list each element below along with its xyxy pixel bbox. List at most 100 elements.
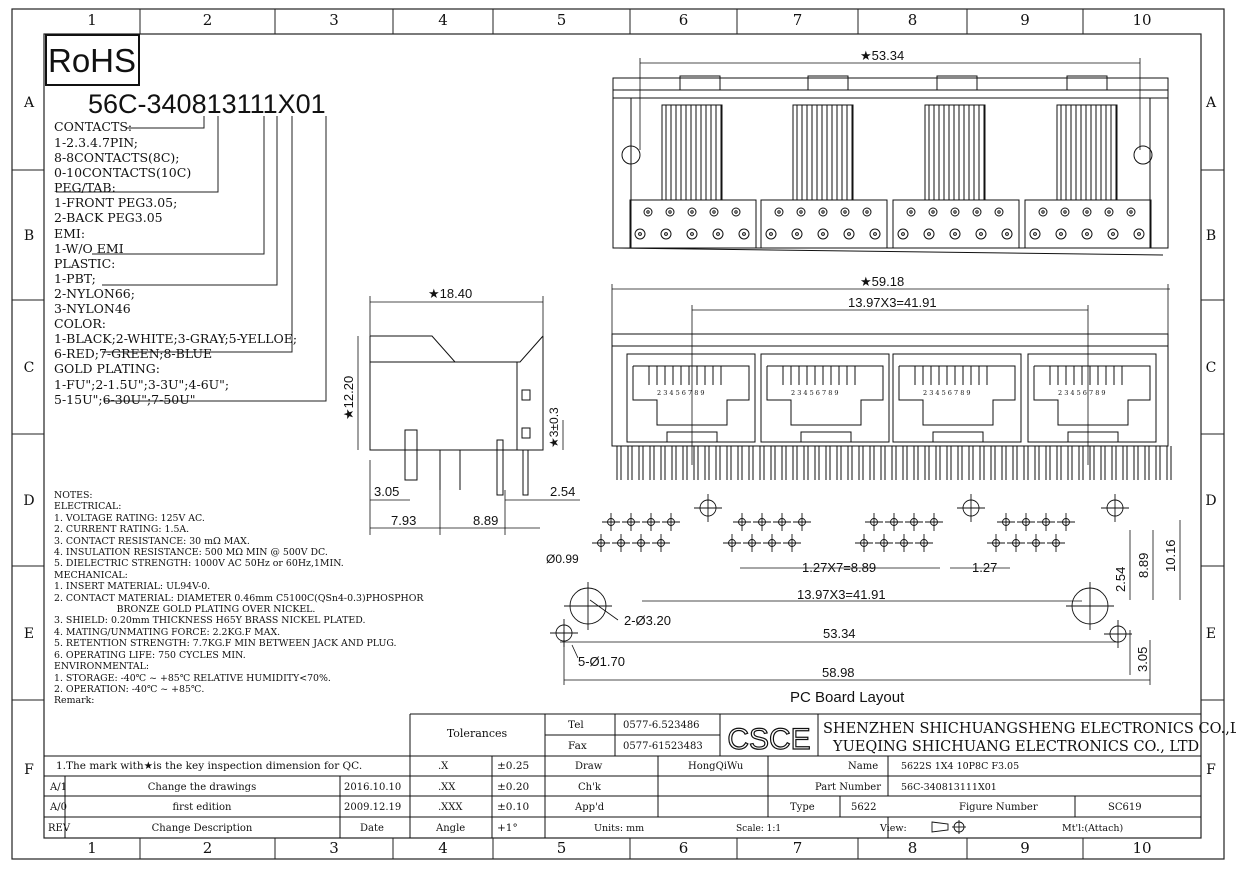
dim-3-05: 3.05 [374,484,399,499]
tol-x-val: ±0.25 [497,760,529,772]
title-block-lines [44,713,1201,838]
dim-1-27: 1.27 [972,560,997,575]
column-zone-label: 5 [557,839,567,857]
figure-number-label: Figure Number [959,802,1038,813]
dim-pcb-5898: 58.98 [822,665,855,680]
dim-v-10-16: 10.16 [1163,539,1178,572]
row-zone-label: E [24,626,34,642]
fax-value: 0577-61523483 [623,741,703,752]
legend-line: 1-FRONT PEG3.05; [54,195,178,211]
legend-line: CONTACTS: [54,119,133,134]
dim-pcb-pitch: 13.97X3=41.91 [797,587,886,602]
row-zone-label: D [1205,493,1216,509]
top-view-module [629,199,757,249]
company-name-2: YUEQING SHICHUANG ELECTRONICS CO., LTD [832,739,1199,755]
note-line: 5. DIELECTRIC STRENGTH: 1000V AC 50Hz or… [54,558,344,570]
type-label: Type [790,802,815,813]
dim-pin-span: 1.27X7=8.89 [802,560,876,575]
column-zone-label: 2 [203,839,213,857]
column-zone-label: 1 [87,11,97,29]
pcb-layout [550,494,1132,648]
rev-row-3-date: Date [360,823,384,834]
legend-line: 8-8CONTACTS(8C); [54,150,180,166]
top-view-hole [950,207,960,217]
rj45-port [760,353,890,443]
top-view-hole [1104,207,1114,217]
tol-angle-val: +1° [497,822,518,834]
rev-row-3-desc: Change Description [152,823,253,834]
rohs-label: RoHS [48,42,136,79]
legend-line: EMI: [54,225,86,241]
csce-logo: CSCE [727,723,810,756]
dim-side-height: ★12.20 [341,376,356,420]
rev-row-1-rev: A/1 [49,782,67,793]
top-view-module [892,199,1020,249]
note-line: 3. SHIELD: 0.20mm THICKNESS H65Y BRASS N… [54,615,366,627]
note-line: 3. CONTACT RESISTANCE: 30 mΩ MAX. [54,535,250,547]
scale: Scale: 1:1 [736,824,781,834]
dim-front-width [611,284,1170,465]
units: Units: mm [594,823,644,834]
rj45-port [626,353,756,443]
tel-value: 0577-6.523486 [623,720,700,731]
tel-label: Tel [568,719,584,731]
row-zone-label: D [23,493,34,509]
figure-number-value: SC619 [1108,802,1142,813]
tol-x: .X [438,761,449,772]
top-view-hole [923,228,935,240]
part-code-legend: CONTACTS:1-2.3.4.7PIN;8-8CONTACTS(8C);0-… [54,120,297,408]
top-view-hole [687,207,697,217]
port-pin-numbers: 2 3 4 5 6 7 8 9 [657,389,705,397]
top-view-hole [660,228,672,240]
top-view-contact-block [661,104,723,201]
top-view-module [760,199,888,249]
dim-front-pitch-label: 13.97X3=41.91 [848,295,937,310]
top-view-hole [643,207,653,217]
row-zone-label: F [24,762,34,778]
top-view-hole [1029,228,1041,240]
view-label: View: [879,823,907,834]
top-view-hole [731,207,741,217]
top-view-hole [665,207,675,217]
top-view-hole [712,228,724,240]
column-zone-label: 5 [557,11,567,29]
column-zone-markers [139,9,1084,859]
top-view-hole [1082,207,1092,217]
part-number-value: 56C-340813111X01 [901,782,997,793]
legend-line: PEG/TAB: [54,180,116,196]
column-zone-label: 9 [1020,11,1030,29]
row-zone-label: A [1205,95,1217,111]
row-zone-label: B [1206,228,1216,244]
note-line: MECHANICAL: [54,569,128,581]
rev-row-2-rev: A/0 [49,802,67,813]
dim-side-pin: ★3±0.3 [547,407,561,448]
side-view [369,335,544,496]
column-zone-label: 4 [438,11,448,29]
top-view-hole [949,228,961,240]
port-pin-numbers: 2 3 4 5 6 7 8 9 [791,389,839,397]
top-view-hole [765,228,777,240]
top-view-hole [1081,228,1093,240]
column-zone-label: 9 [1020,839,1030,857]
column-zone-label: 1 [87,839,97,857]
rev-row-2-date: 2009.12.19 [344,802,401,813]
column-zone-label: 7 [793,11,803,29]
note-line: 1. INSERT MATERIAL: UL94V-0. [54,581,211,593]
pcb-dims [560,520,1181,685]
rohs-box [45,34,140,86]
top-view-contact-block [924,104,986,201]
type-value: 5622 [851,802,876,813]
top-view-hole [897,228,909,240]
top-view-hole [843,228,855,240]
top-view-hole [906,207,916,217]
column-zone-label: 3 [329,11,339,29]
top-view-hole [972,207,982,217]
row-zone-markers [12,169,1224,701]
note-line: 2. CONTACT MATERIAL: DIAMETER 0.46mm C51… [54,592,424,604]
legend-line: 1-BLACK;2-WHITE;3-GRAY;5-YELLOE; [54,331,298,347]
notes-block: NOTES:ELECTRICAL:1. VOLTAGE RATING: 125V… [54,490,423,707]
note-line: 1. VOLTAGE RATING: 125V AC. [54,512,205,524]
tol-xx-val: ±0.20 [497,781,529,793]
note-line: Remark: [54,695,95,707]
